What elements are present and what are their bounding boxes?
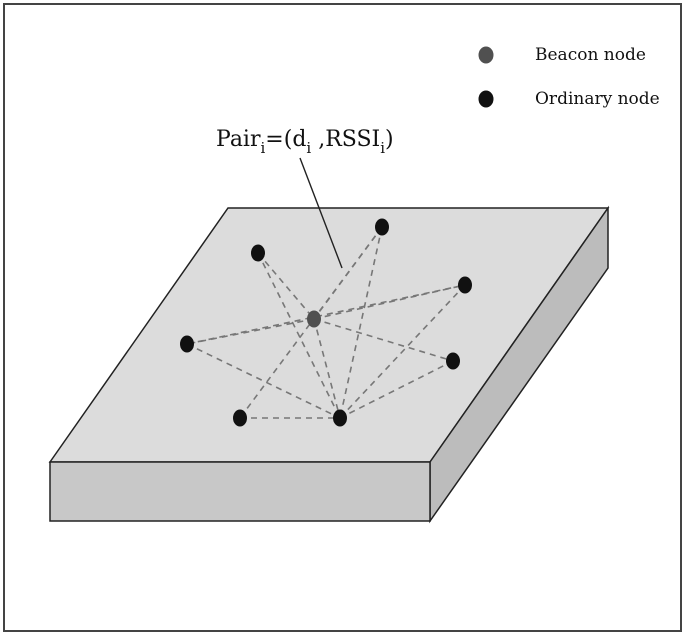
ordinary-node — [333, 410, 347, 427]
pair-mid: ,RSSI — [311, 127, 380, 152]
legend-ordinary-icon — [479, 91, 494, 108]
legend-beacon-label: Beacon node — [535, 45, 646, 65]
legend-ordinary-label: Ordinary node — [535, 89, 660, 109]
beacon-node — [307, 311, 321, 328]
platform-front — [50, 462, 430, 521]
ordinary-node — [251, 245, 265, 262]
ordinary-node — [233, 410, 247, 427]
ordinary-node — [375, 219, 389, 236]
legend: Beacon node Ordinary node — [479, 45, 660, 109]
pair-main: Pair — [216, 127, 261, 152]
legend-beacon-icon — [479, 47, 494, 64]
pair-eq-open: =(d — [265, 127, 306, 152]
ordinary-node — [458, 277, 472, 294]
pair-annotation: Pairi=(di ,RSSIi) — [216, 127, 394, 157]
ordinary-node — [446, 353, 460, 370]
ordinary-node — [180, 336, 194, 353]
pair-close: ) — [385, 127, 394, 152]
